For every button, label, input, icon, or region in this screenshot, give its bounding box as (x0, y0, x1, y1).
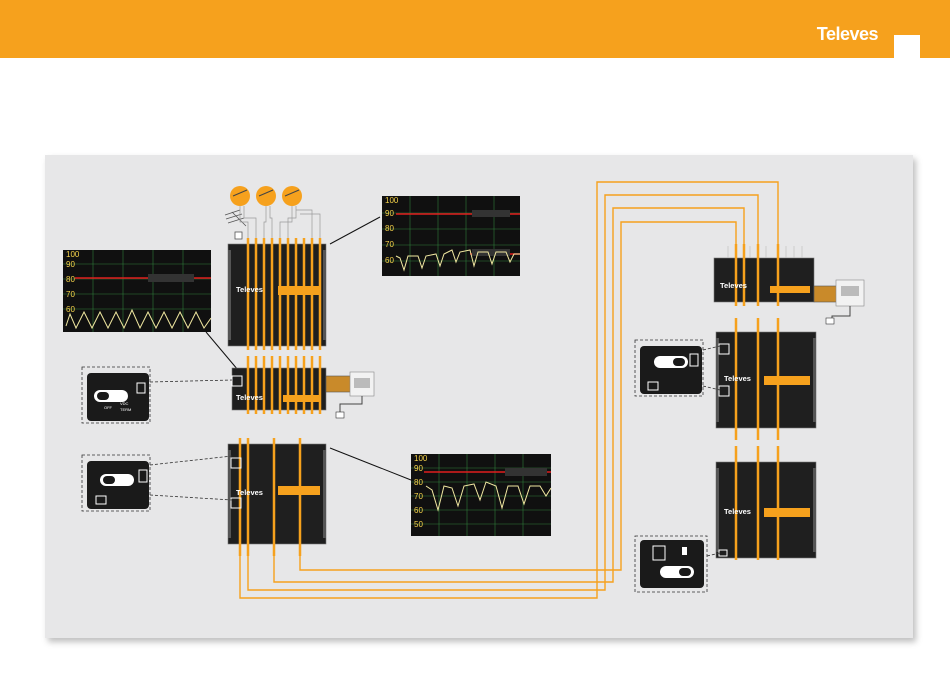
switch-label: VDC (120, 401, 129, 406)
spectrum-bottom: 100 90 80 70 60 50 (411, 454, 551, 536)
spectrum-bottom-tick: 50 (414, 520, 423, 529)
multiswitch-left-1: Televes (228, 238, 326, 350)
spectrum-left-tick: 60 (66, 305, 75, 314)
callout-amplifier: OFF VDC TERM (82, 367, 150, 423)
callout-right-ms (635, 340, 703, 396)
spectrum-bottom-tick: 90 (414, 464, 423, 473)
terrestrial-antenna-icon (225, 210, 246, 239)
spectrum-left: 100 90 80 70 60 (63, 250, 211, 332)
device-logo: Televes (236, 488, 263, 497)
spectrum-left-tick: 70 (66, 290, 75, 299)
multiswitch-right-2: Televes (716, 446, 816, 560)
spectrum-top-tick: 80 (385, 224, 394, 233)
satellite-dish-icon (282, 186, 302, 206)
device-logo: Televes (236, 393, 263, 402)
plug-icon (826, 318, 834, 324)
callout-pointer (330, 448, 411, 480)
spectrum-left-tick: 100 (66, 250, 80, 259)
power-supply-icon (326, 372, 374, 414)
spectrum-left-tick: 90 (66, 260, 75, 269)
device-logo: Televes (724, 507, 751, 516)
device-logo: Televes (724, 374, 751, 383)
amplifier-left: Televes (232, 356, 326, 414)
multiswitch-right-1: Televes (716, 318, 816, 440)
satellite-dish-icon (256, 186, 276, 206)
plug-icon (336, 412, 344, 418)
switch-label: TERM (120, 407, 131, 412)
device-logo: Televes (236, 285, 263, 294)
switch-label: OFF (104, 405, 113, 410)
spectrum-bottom-tick: 70 (414, 492, 423, 501)
spectrum-bottom-tick: 60 (414, 506, 423, 515)
spectrum-top: 100 90 80 70 60 (382, 196, 520, 276)
dish-feed-cables (240, 206, 320, 242)
callout-left-ms (82, 455, 150, 511)
spectrum-top-tick: 90 (385, 209, 394, 218)
spectrum-left-tick: 80 (66, 275, 75, 284)
spectrum-top-tick: 100 (385, 196, 399, 205)
callout-pointer (330, 217, 380, 244)
spectrum-bottom-tick: 100 (414, 454, 428, 463)
multiswitch-left-2: Televes (228, 438, 326, 556)
power-supply-icon (814, 280, 864, 322)
device-logo: Televes (720, 281, 747, 290)
spectrum-bottom-tick: 80 (414, 478, 423, 487)
amplifier-right: Televes (714, 244, 814, 306)
callout-right-bottom (635, 536, 707, 592)
spectrum-top-tick: 60 (385, 256, 394, 265)
satellite-dish-icon (230, 186, 250, 206)
spectrum-top-tick: 70 (385, 240, 394, 249)
